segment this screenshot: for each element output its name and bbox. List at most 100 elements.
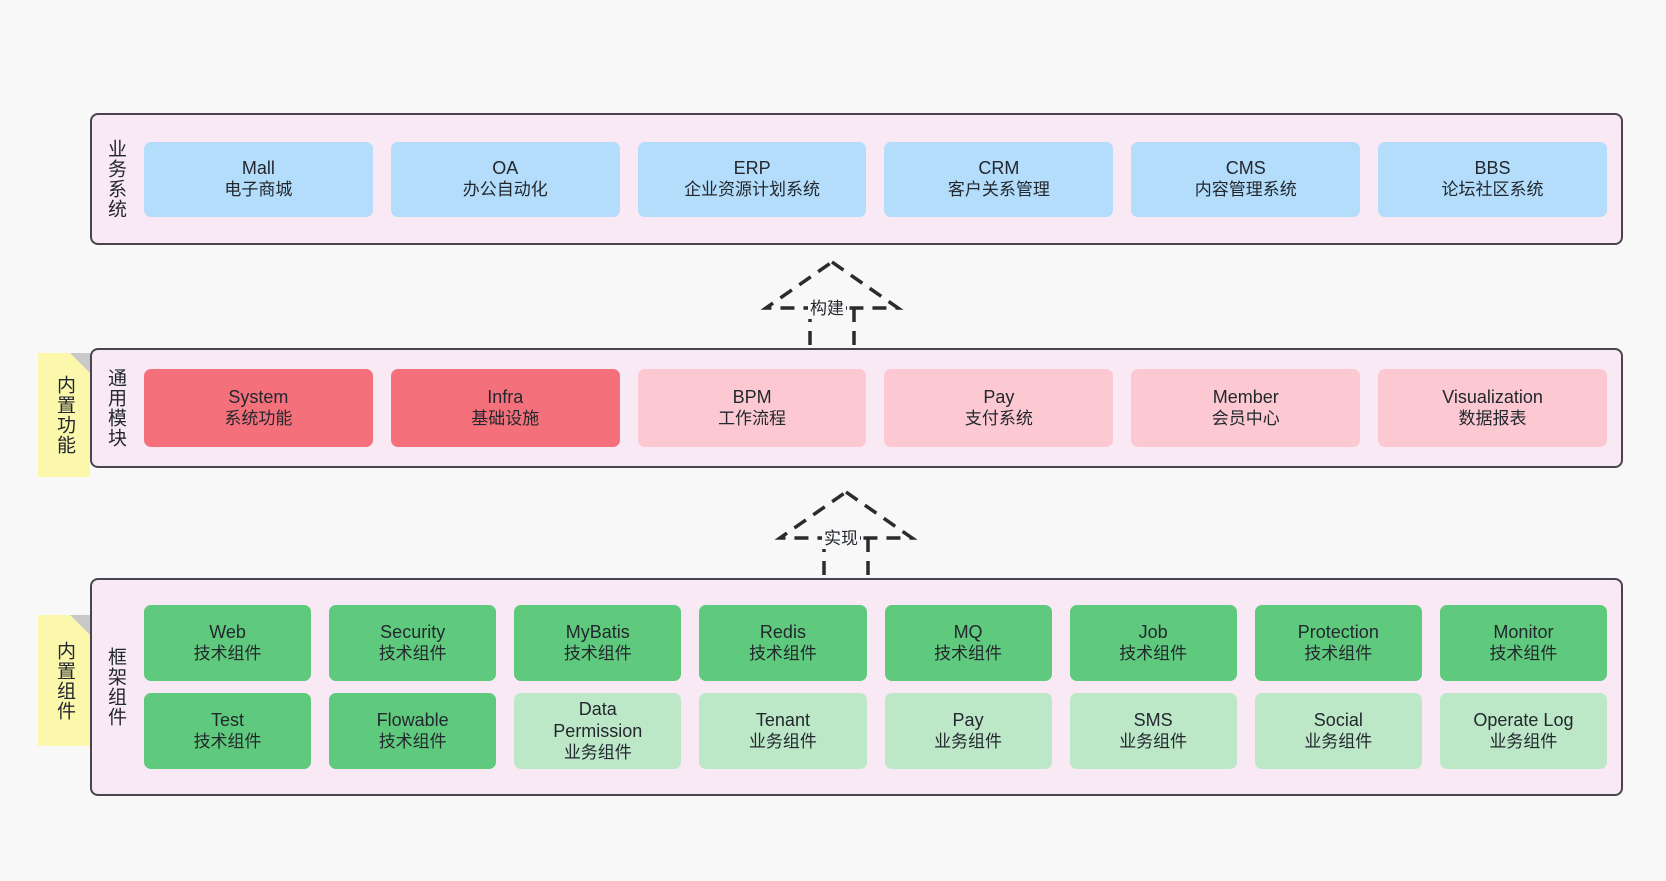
card-title: Visualization <box>1442 386 1543 407</box>
card-infra[interactable]: Infra 基础设施 <box>390 369 620 447</box>
card-title: Member <box>1212 386 1279 407</box>
card-title: CMS <box>1225 157 1266 178</box>
layer-common-modules-body: System 系统功能 Infra 基础设施 BPM 工作流程 Pay 支付系统… <box>138 350 1621 466</box>
layer-business-systems-body: Mall 电子商城 OA 办公自动化 ERP 企业资源计划系统 CRM 客户关系… <box>138 115 1621 243</box>
note-builtin-features-label: 内置功能 <box>54 375 76 455</box>
card-title: Job <box>1138 621 1168 642</box>
note-fold-icon <box>70 353 90 373</box>
card-member[interactable]: Member 会员中心 <box>1131 369 1361 447</box>
card-cms[interactable]: CMS 内容管理系统 <box>1131 141 1361 217</box>
note-fold-icon <box>70 615 90 635</box>
card-title: Operate Log <box>1473 709 1574 730</box>
card-title: Flowable <box>376 709 449 730</box>
card-crm[interactable]: CRM 客户关系管理 <box>884 141 1114 217</box>
card-social[interactable]: Social 业务组件 <box>1254 693 1422 769</box>
note-builtin-components: 内置组件 <box>38 615 90 746</box>
card-subtitle: 技术组件 <box>378 643 447 663</box>
card-title: BPM <box>732 386 772 407</box>
card-title: Monitor <box>1493 621 1554 642</box>
layer-common-modules: 通用模块 System 系统功能 Infra 基础设施 BPM 工作流程 Pay <box>90 348 1623 468</box>
card-title: Infra <box>487 386 524 407</box>
card-bbs[interactable]: BBS 论坛社区系统 <box>1378 141 1607 217</box>
note-builtin-features: 内置功能 <box>38 353 90 477</box>
card-title: OA <box>492 157 519 178</box>
card-mybatis[interactable]: MyBatis 技术组件 <box>514 605 682 681</box>
card-title: BBS <box>1474 157 1511 178</box>
card-pay-component[interactable]: Pay 业务组件 <box>884 693 1052 769</box>
card-subtitle: 支付系统 <box>964 408 1033 428</box>
card-title: MyBatis <box>565 621 630 642</box>
card-title: System <box>228 386 289 407</box>
card-subtitle: 业务组件 <box>1119 731 1188 751</box>
card-row-technical: Web 技术组件 Security 技术组件 MyBatis 技术组件 Redi… <box>144 605 1607 681</box>
card-subtitle: 业务组件 <box>1489 731 1558 751</box>
card-subtitle: 基础设施 <box>471 408 540 428</box>
card-title: Test <box>211 709 245 730</box>
card-erp[interactable]: ERP 企业资源计划系统 <box>637 141 867 217</box>
card-title: MQ <box>953 621 983 642</box>
layer-framework-components: 框架组件 Web 技术组件 Security 技术组件 MyBatis 技术组件… <box>90 578 1623 796</box>
card-subtitle: 技术组件 <box>1304 643 1373 663</box>
card-tenant[interactable]: Tenant 业务组件 <box>699 693 867 769</box>
card-flowable[interactable]: Flowable 技术组件 <box>329 693 497 769</box>
card-bpm[interactable]: BPM 工作流程 <box>637 369 867 447</box>
layer-framework-components-title: 框架组件 <box>105 647 127 727</box>
layer-common-modules-title: 通用模块 <box>105 368 127 448</box>
connector-build-label: 构建 <box>808 294 846 319</box>
card-title: Security <box>380 621 446 642</box>
card-title: Data Permission <box>553 698 643 741</box>
connector-implement-label: 实现 <box>822 524 860 549</box>
card-subtitle: 系统功能 <box>224 408 293 428</box>
card-title: ERP <box>733 157 771 178</box>
card-subtitle: 业务组件 <box>748 731 817 751</box>
card-subtitle: 论坛社区系统 <box>1441 179 1544 199</box>
layer-business-systems: 业务系统 Mall 电子商城 OA 办公自动化 ERP 企业资源计划系统 CRM <box>90 113 1623 245</box>
card-title: Pay <box>983 386 1015 407</box>
note-builtin-components-label: 内置组件 <box>54 640 76 721</box>
card-title: Social <box>1313 709 1363 730</box>
card-subtitle: 技术组件 <box>378 731 447 751</box>
card-redis[interactable]: Redis 技术组件 <box>699 605 867 681</box>
card-title: Pay <box>952 709 984 730</box>
card-subtitle: 技术组件 <box>748 643 817 663</box>
card-pay-module[interactable]: Pay 支付系统 <box>884 369 1114 447</box>
card-subtitle: 业务组件 <box>934 731 1003 751</box>
card-subtitle: 技术组件 <box>193 643 262 663</box>
card-security[interactable]: Security 技术组件 <box>329 605 497 681</box>
card-web[interactable]: Web 技术组件 <box>144 605 312 681</box>
card-row-business: Test 技术组件 Flowable 技术组件 Data Permission … <box>144 693 1607 769</box>
card-title: CRM <box>978 157 1020 178</box>
card-test[interactable]: Test 技术组件 <box>144 693 312 769</box>
card-subtitle: 技术组件 <box>1489 643 1558 663</box>
card-subtitle: 客户关系管理 <box>947 179 1050 199</box>
card-mall[interactable]: Mall 电子商城 <box>144 141 373 217</box>
card-monitor[interactable]: Monitor 技术组件 <box>1439 605 1607 681</box>
card-subtitle: 电子商城 <box>224 179 293 199</box>
card-subtitle: 数据报表 <box>1458 408 1527 428</box>
card-subtitle: 内容管理系统 <box>1194 179 1297 199</box>
card-title: Redis <box>759 621 806 642</box>
card-title: Mall <box>241 157 275 178</box>
card-data-permission[interactable]: Data Permission 业务组件 <box>514 693 682 769</box>
layer-framework-components-body: Web 技术组件 Security 技术组件 MyBatis 技术组件 Redi… <box>138 580 1621 794</box>
card-oa[interactable]: OA 办公自动化 <box>390 141 620 217</box>
card-operate-log[interactable]: Operate Log 业务组件 <box>1439 693 1607 769</box>
layer-business-systems-title: 业务系统 <box>105 139 127 219</box>
card-subtitle: 技术组件 <box>934 643 1003 663</box>
card-subtitle: 办公自动化 <box>462 179 548 199</box>
card-protection[interactable]: Protection 技术组件 <box>1254 605 1422 681</box>
card-subtitle: 业务组件 <box>1304 731 1373 751</box>
card-subtitle: 技术组件 <box>193 731 262 751</box>
card-row: Mall 电子商城 OA 办公自动化 ERP 企业资源计划系统 CRM 客户关系… <box>144 141 1607 217</box>
card-row: System 系统功能 Infra 基础设施 BPM 工作流程 Pay 支付系统… <box>144 369 1607 447</box>
card-subtitle: 企业资源计划系统 <box>684 179 821 199</box>
card-mq[interactable]: MQ 技术组件 <box>884 605 1052 681</box>
card-system[interactable]: System 系统功能 <box>144 369 373 447</box>
card-sms[interactable]: SMS 业务组件 <box>1069 693 1237 769</box>
card-job[interactable]: Job 技术组件 <box>1069 605 1237 681</box>
card-visualization[interactable]: Visualization 数据报表 <box>1378 369 1607 447</box>
card-subtitle: 工作流程 <box>718 408 787 428</box>
card-subtitle: 技术组件 <box>1119 643 1188 663</box>
card-title: Web <box>209 621 246 642</box>
